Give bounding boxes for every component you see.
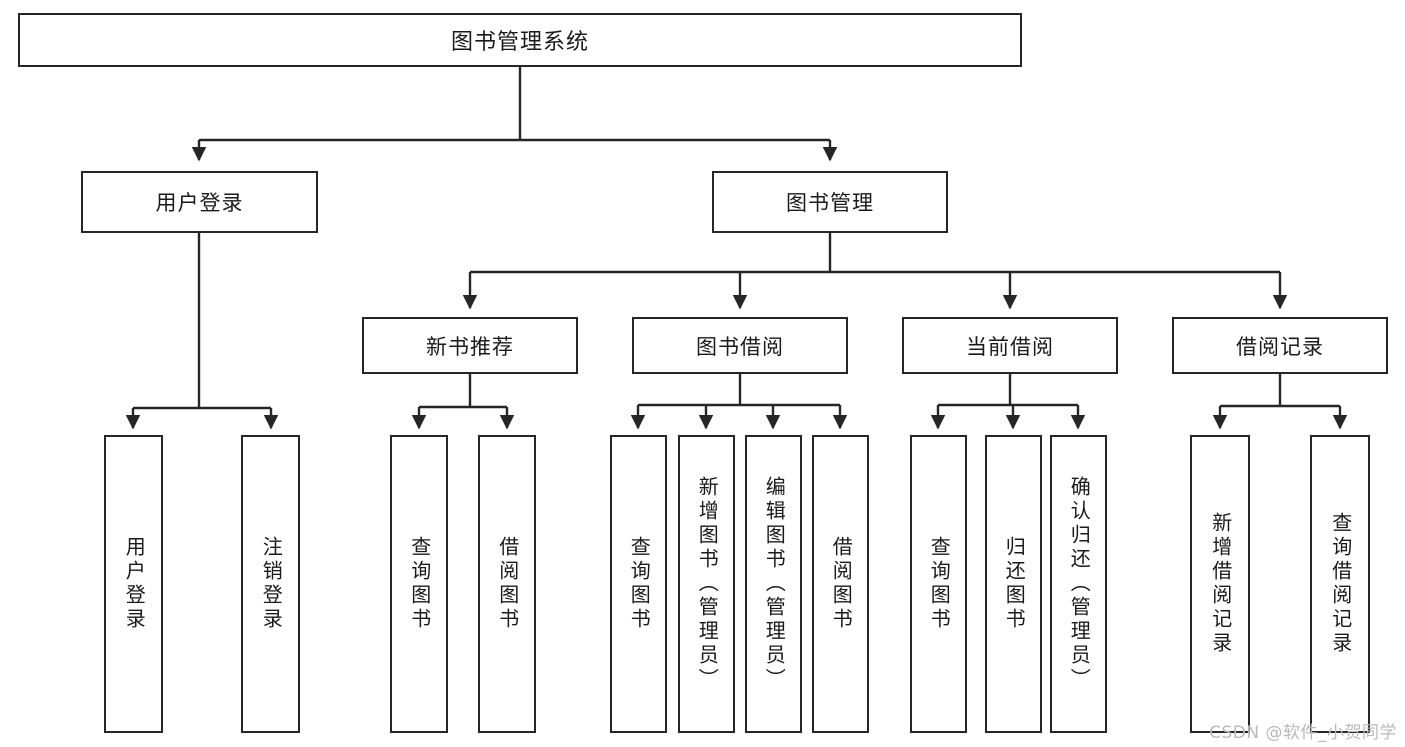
node-label: 新增借阅记录 <box>1208 512 1233 656</box>
node-label: 查询图书 <box>407 536 432 632</box>
node-label: 借阅图书 <box>495 536 520 632</box>
node-label: 查询图书 <box>927 536 952 632</box>
leaf-add-borrow-record[interactable]: 新增借阅记录 <box>1190 435 1250 733</box>
leaf-logout[interactable]: 注销登录 <box>241 435 300 733</box>
leaf-query-book-borrow[interactable]: 查询图书 <box>610 435 667 733</box>
node-new-book-recommend[interactable]: 新书推荐 <box>362 317 578 374</box>
node-user-login[interactable]: 用户登录 <box>81 171 318 233</box>
node-label: 新增图书（管理员） <box>695 476 720 692</box>
node-label: 图书管理 <box>786 191 874 215</box>
node-label: 图书管理系统 <box>450 30 589 55</box>
node-label: 用户登录 <box>155 191 244 215</box>
leaf-borrow-book[interactable]: 借阅图书 <box>812 435 869 733</box>
node-label: 用户登录 <box>122 536 147 632</box>
node-borrow-record[interactable]: 借阅记录 <box>1172 317 1388 374</box>
leaf-add-book-admin[interactable]: 新增图书（管理员） <box>678 435 735 733</box>
leaf-user-login[interactable]: 用户登录 <box>104 435 163 733</box>
node-current-borrow[interactable]: 当前借阅 <box>902 317 1118 374</box>
node-label: 归还图书 <box>1002 536 1027 632</box>
leaf-return-book[interactable]: 归还图书 <box>985 435 1042 733</box>
leaf-confirm-return-admin[interactable]: 确认归还（管理员） <box>1050 435 1107 733</box>
node-label: 查询图书 <box>627 536 652 632</box>
leaf-borrow-book-recommend[interactable]: 借阅图书 <box>478 435 536 733</box>
node-label: 新书推荐 <box>426 334 514 359</box>
node-label: 借阅记录 <box>1236 334 1324 359</box>
leaf-query-borrow-record[interactable]: 查询借阅记录 <box>1310 435 1370 733</box>
node-label: 图书借阅 <box>696 334 784 359</box>
node-book-borrow[interactable]: 图书借阅 <box>632 317 848 374</box>
node-label: 借阅图书 <box>829 536 854 632</box>
node-label: 注销登录 <box>259 536 284 632</box>
node-label: 编辑图书（管理员） <box>762 476 787 692</box>
node-book-management[interactable]: 图书管理 <box>712 171 948 233</box>
leaf-edit-book-admin[interactable]: 编辑图书（管理员） <box>745 435 802 733</box>
node-label: 当前借阅 <box>966 334 1054 359</box>
node-root[interactable]: 图书管理系统 <box>18 13 1022 67</box>
node-label: 确认归还（管理员） <box>1067 476 1092 692</box>
leaf-query-book-current[interactable]: 查询图书 <box>910 435 967 733</box>
leaf-query-book-recommend[interactable]: 查询图书 <box>390 435 448 733</box>
node-label: 查询借阅记录 <box>1328 512 1353 656</box>
